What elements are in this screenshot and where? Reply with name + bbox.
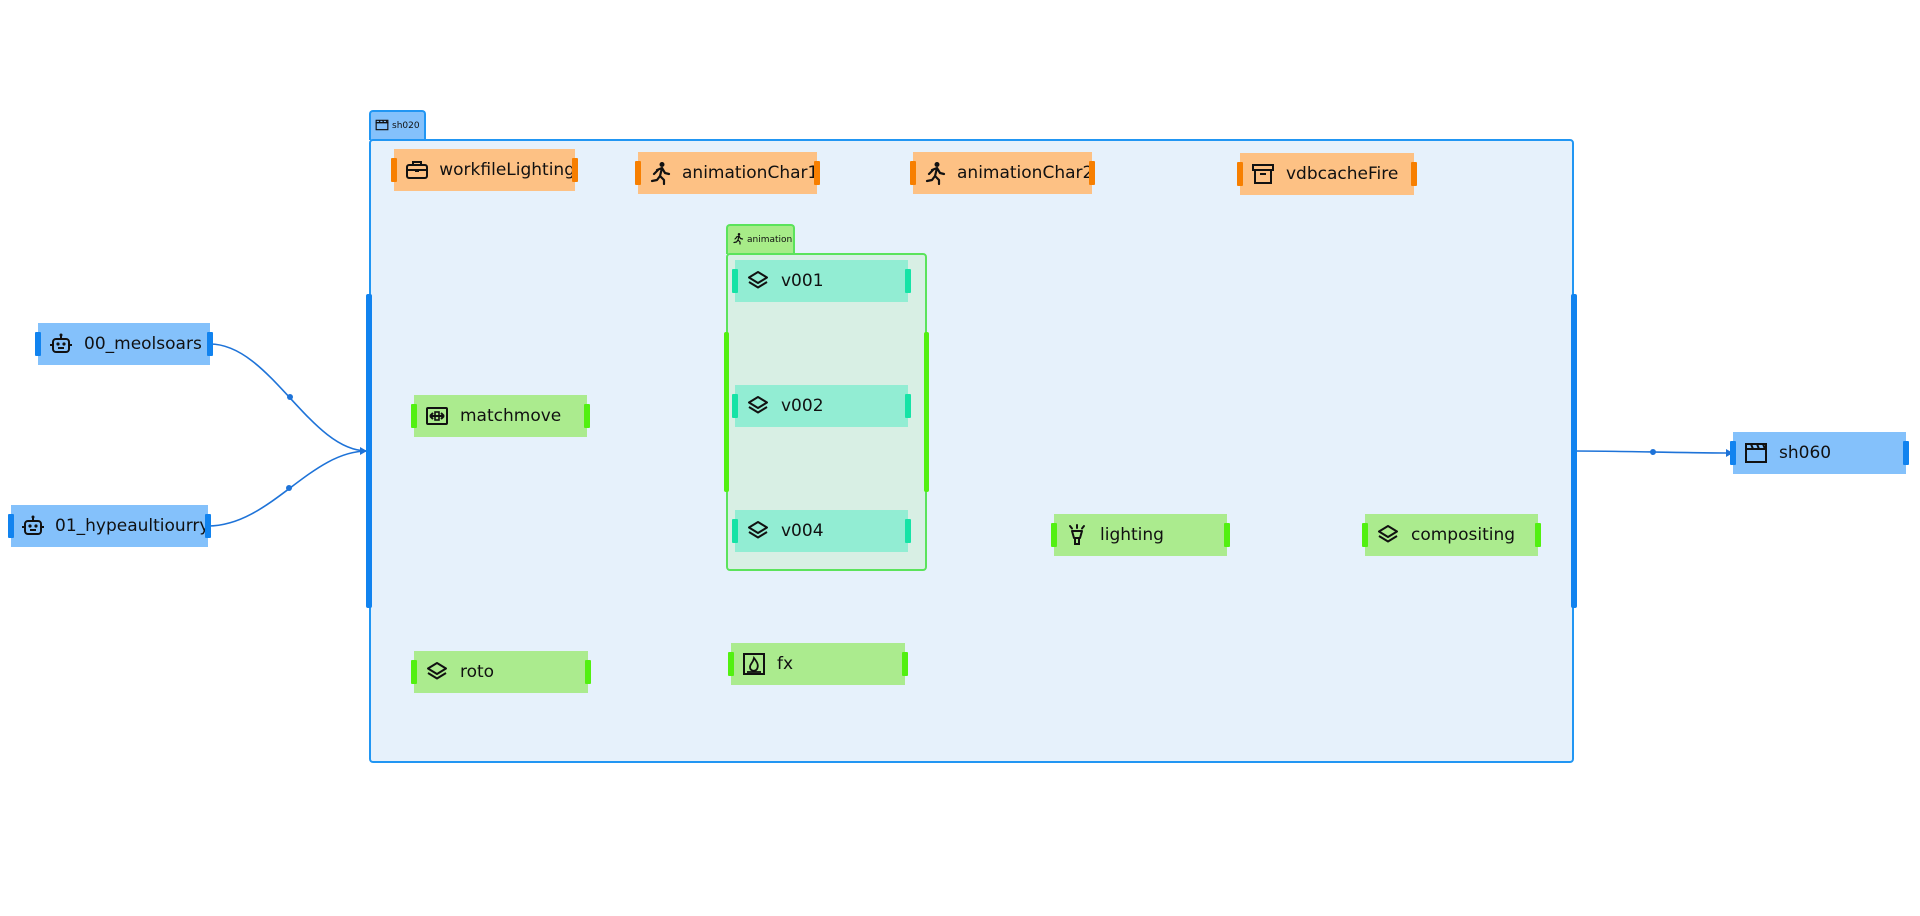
group-label: sh020 (392, 121, 420, 131)
camera-track-icon (424, 403, 450, 429)
running-person-icon (648, 160, 672, 186)
input-port[interactable] (732, 519, 738, 543)
archive-box-icon (1250, 161, 1276, 187)
node-sh060[interactable]: sh060 (1730, 432, 1909, 474)
input-port[interactable] (411, 404, 417, 428)
output-port[interactable] (1535, 523, 1541, 547)
node-label: 00_meolsoars (84, 334, 202, 354)
layers-icon (745, 268, 771, 294)
node-label: compositing (1411, 525, 1516, 545)
output-port[interactable] (207, 332, 213, 356)
layers-icon (424, 659, 450, 685)
node-label: v004 (781, 521, 824, 541)
output-port[interactable] (814, 161, 820, 185)
group-input-port[interactable] (366, 294, 372, 608)
output-port[interactable] (902, 652, 908, 676)
node-v002[interactable]: v002 (732, 385, 911, 427)
input-port[interactable] (1730, 441, 1736, 465)
running-person-icon (732, 232, 744, 248)
clapperboard-icon (1743, 440, 1769, 466)
robot-icon (48, 331, 74, 357)
input-port[interactable] (732, 394, 738, 418)
node-vdbcache-fire[interactable]: vdbcacheFire (1237, 153, 1417, 195)
edge-midpoint (287, 394, 293, 400)
node-animation-char1[interactable]: animationChar1 (635, 152, 820, 194)
group-tab-sh020[interactable]: sh020 (369, 110, 426, 140)
robot-icon (21, 513, 45, 539)
node-fx[interactable]: fx (728, 643, 908, 685)
node-label: lighting (1100, 525, 1164, 545)
node-animation-char2[interactable]: animationChar2 (910, 152, 1095, 194)
input-port[interactable] (8, 514, 14, 538)
node-workfile-lighting[interactable]: workfileLighting (391, 149, 578, 191)
output-port[interactable] (1089, 161, 1095, 185)
fire-image-icon (741, 651, 767, 677)
edge-hypeaultiourry-to-sh020 (207, 450, 368, 527)
group-output-port[interactable] (924, 332, 929, 492)
node-00-meolsoars[interactable]: 00_meolsoars (35, 323, 213, 365)
layers-icon (745, 393, 771, 419)
clapperboard-icon (375, 119, 389, 134)
node-01-hypeaultiourry[interactable]: 01_hypeaultiourry (8, 505, 211, 547)
output-port[interactable] (905, 394, 911, 418)
node-matchmove[interactable]: matchmove (411, 395, 590, 437)
node-label: fx (777, 654, 794, 674)
group-output-port[interactable] (1571, 294, 1577, 608)
node-label: animationChar1 (682, 163, 819, 183)
node-v001[interactable]: v001 (732, 260, 911, 302)
input-port[interactable] (411, 660, 417, 684)
input-port[interactable] (728, 652, 734, 676)
output-port[interactable] (1903, 441, 1909, 465)
input-port[interactable] (1362, 523, 1368, 547)
briefcase-icon (404, 157, 429, 183)
output-port[interactable] (1224, 523, 1230, 547)
input-port[interactable] (635, 161, 641, 185)
node-label: animationChar2 (957, 163, 1094, 183)
input-port[interactable] (732, 269, 738, 293)
input-port[interactable] (1237, 162, 1243, 186)
output-port[interactable] (205, 514, 211, 538)
input-port[interactable] (391, 158, 397, 182)
layers-icon (745, 518, 771, 544)
node-lighting[interactable]: lighting (1051, 514, 1230, 556)
group-tab-animation[interactable]: animation (726, 224, 795, 254)
edge-midpoint (1650, 449, 1656, 455)
edge-meolsoars-to-sh020 (209, 343, 368, 452)
node-label: v002 (781, 396, 824, 416)
node-label: v001 (781, 271, 824, 291)
node-label: sh060 (1779, 443, 1832, 463)
layers-icon (1375, 522, 1401, 548)
output-port[interactable] (585, 660, 591, 684)
input-port[interactable] (35, 332, 41, 356)
node-compositing[interactable]: compositing (1362, 514, 1541, 556)
node-label: roto (460, 662, 495, 682)
output-port[interactable] (905, 519, 911, 543)
node-label: workfileLighting (439, 160, 575, 180)
node-label: 01_hypeaultiourry (55, 516, 210, 536)
output-port[interactable] (1411, 162, 1417, 186)
output-port[interactable] (584, 404, 590, 428)
output-port[interactable] (905, 269, 911, 293)
node-label: vdbcacheFire (1286, 164, 1399, 184)
lamp-icon (1064, 522, 1090, 548)
edge-midpoint (286, 485, 292, 491)
node-roto[interactable]: roto (411, 651, 591, 693)
input-port[interactable] (1051, 523, 1057, 547)
group-label: animation (747, 235, 793, 245)
input-port[interactable] (910, 161, 916, 185)
group-input-port[interactable] (724, 332, 729, 492)
output-port[interactable] (572, 158, 578, 182)
running-person-icon (923, 160, 947, 186)
node-label: matchmove (460, 406, 562, 426)
edge-sh020-to-sh060 (1573, 450, 1734, 454)
node-v004[interactable]: v004 (732, 510, 911, 552)
